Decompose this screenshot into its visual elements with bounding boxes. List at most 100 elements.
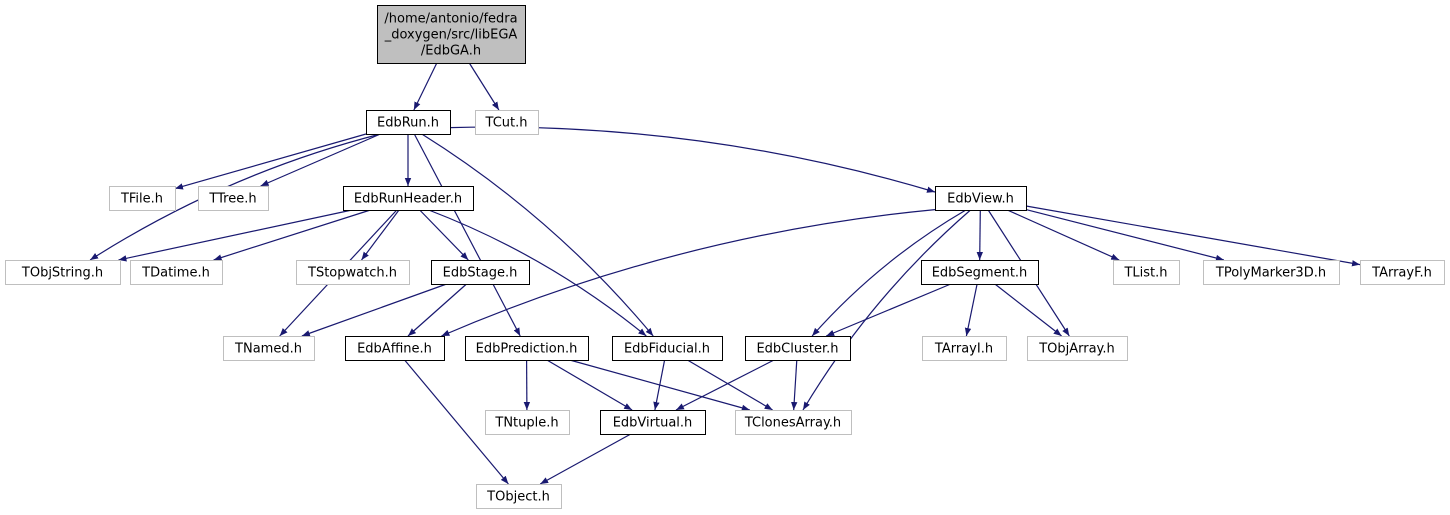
node-t-obj-array[interactable]: TObjArray.h [1027,336,1128,361]
node-t-stopwatch[interactable]: TStopwatch.h [296,260,410,285]
node-box-t-datime [130,260,223,285]
edge-edb-stage-to-t-named [301,283,447,337]
node-t-array-i[interactable]: TArrayI.h [922,336,1007,361]
node-box-t-clones-array [735,410,852,435]
edge-edb-segment-to-t-array-i [964,283,978,337]
node-t-file[interactable]: TFile.h [109,186,176,211]
edge-edb-segment-to-edb-cluster [825,283,952,337]
edge-edb-view-to-t-list [1007,209,1120,261]
node-label-t-stopwatch: TStopwatch.h [307,266,397,281]
node-label-edb-cluster: EdbCluster.h [756,342,838,357]
node-edb-stage[interactable]: EdbStage.h [431,260,530,285]
node-edb-segment[interactable]: EdbSegment.h [921,260,1039,285]
edge-edb-run-header-to-edb-fiducial [428,209,647,337]
node-label-edb-stage: EdbStage.h [443,266,518,281]
node-t-datime[interactable]: TDatime.h [130,260,223,285]
node-box-t-obj-string [5,260,121,285]
node-label-t-list: TList.h [1123,266,1167,281]
node-t-poly-marker3-d[interactable]: TPolyMarker3D.h [1203,260,1340,285]
node-t-cut[interactable]: TCut.h [475,110,539,135]
edge-edb-prediction-to-edb-virtual [546,359,633,411]
node-t-ntuple[interactable]: TNtuple.h [485,410,570,435]
node-label-edb-fiducial: EdbFiducial.h [624,342,710,357]
node-box-t-list [1113,260,1180,285]
edge-edb-view-to-edb-segment [976,209,983,261]
node-t-tree[interactable]: TTree.h [198,186,269,211]
node-label-edb-prediction: EdbPrediction.h [476,342,578,357]
node-t-array-f[interactable]: TArrayF.h [1360,260,1445,285]
node-box-t-poly-marker3-d [1203,260,1340,285]
edge-root-to-t-cut [468,62,500,111]
edge-edb-fiducial-to-edb-virtual [653,359,666,411]
node-label-root: /home/antonio/fedra_doxygen/src/libEGA/E… [384,12,518,59]
nodes-layer: /home/antonio/fedra_doxygen/src/libEGA/E… [5,5,1445,509]
node-label-t-tree: TTree.h [208,192,256,207]
node-box-t-array-f [1360,260,1445,285]
node-box-edb-prediction [465,336,589,361]
node-box-edb-run [366,110,451,135]
node-edb-view[interactable]: EdbView.h [935,186,1027,211]
node-box-t-stopwatch [296,260,410,285]
node-box-t-file [109,186,176,211]
node-edb-cluster[interactable]: EdbCluster.h [745,336,851,361]
node-label-t-array-i: TArrayI.h [934,342,993,357]
node-label-t-poly-marker3-d: TPolyMarker3D.h [1215,266,1326,281]
node-t-object[interactable]: TObject.h [476,484,562,509]
node-root[interactable]: /home/antonio/fedra_doxygen/src/libEGA/E… [377,5,526,64]
edge-edb-run-to-edb-view [449,126,936,193]
node-t-named[interactable]: TNamed.h [223,336,315,361]
node-edb-fiducial[interactable]: EdbFiducial.h [612,336,723,361]
edge-root-to-edb-run [413,62,438,111]
node-box-edb-run-header [343,186,474,211]
edge-edb-run-header-to-t-obj-string [118,209,353,262]
node-edb-run[interactable]: EdbRun.h [366,110,451,135]
edge-edb-affine-to-t-object [404,359,509,485]
node-label-edb-segment: EdbSegment.h [932,266,1028,281]
edge-edb-run-to-edb-prediction [413,133,521,337]
node-label-t-named: TNamed.h [234,342,302,357]
node-t-obj-string[interactable]: TObjString.h [5,260,121,285]
node-label-t-obj-array: TObjArray.h [1038,342,1115,357]
node-label-t-cut: TCut.h [485,116,528,131]
node-label-t-array-f: TArrayF.h [1371,266,1432,281]
node-t-clones-array[interactable]: TClonesArray.h [735,410,852,435]
node-label-edb-run: EdbRun.h [377,116,439,131]
node-box-t-ntuple [485,410,570,435]
edge-edb-view-to-edb-affine [441,209,936,337]
node-box-t-cut [475,110,539,135]
node-box-t-obj-array [1027,336,1128,361]
node-edb-virtual[interactable]: EdbVirtual.h [600,410,706,435]
edge-edb-view-to-edb-cluster [811,209,967,337]
edge-edb-run-header-to-t-datime [213,209,371,261]
node-label-t-object: TObject.h [486,490,550,505]
node-label-edb-virtual: EdbVirtual.h [613,416,693,431]
node-box-edb-view [935,186,1027,211]
edge-edb-run-to-edb-fiducial [421,133,654,337]
node-box-edb-affine [345,336,445,361]
node-box-edb-cluster [745,336,851,361]
node-label-t-datime: TDatime.h [141,266,210,281]
node-edb-run-header[interactable]: EdbRunHeader.h [343,186,474,211]
edge-edb-run-header-to-t-stopwatch [361,209,400,261]
edge-edb-run-to-t-obj-string [89,133,381,261]
edge-edb-run-to-t-tree [260,133,381,187]
node-label-t-file: TFile.h [120,192,163,207]
node-label-t-clones-array: TClonesArray.h [744,416,841,431]
edge-edb-run-header-to-edb-stage [419,209,469,261]
node-box-t-object [476,484,562,509]
node-edb-affine[interactable]: EdbAffine.h [345,336,445,361]
edge-edb-run-to-t-file [174,133,367,190]
edge-edb-stage-to-edb-affine [407,283,467,337]
edge-edb-cluster-to-edb-virtual [675,359,775,411]
edge-edb-fiducial-to-t-clones-array [687,359,773,411]
edge-edb-view-to-t-poly-marker3-d [1025,209,1225,262]
node-box-edb-fiducial [612,336,723,361]
edge-edb-segment-to-t-obj-array [994,283,1062,337]
node-box-root [377,5,526,64]
edge-edb-cluster-to-t-clones-array [791,359,798,411]
node-t-list[interactable]: TList.h [1113,260,1180,285]
edge-edb-virtual-to-t-object [539,433,632,485]
node-label-edb-run-header: EdbRunHeader.h [354,192,462,207]
node-edb-prediction[interactable]: EdbPrediction.h [465,336,589,361]
